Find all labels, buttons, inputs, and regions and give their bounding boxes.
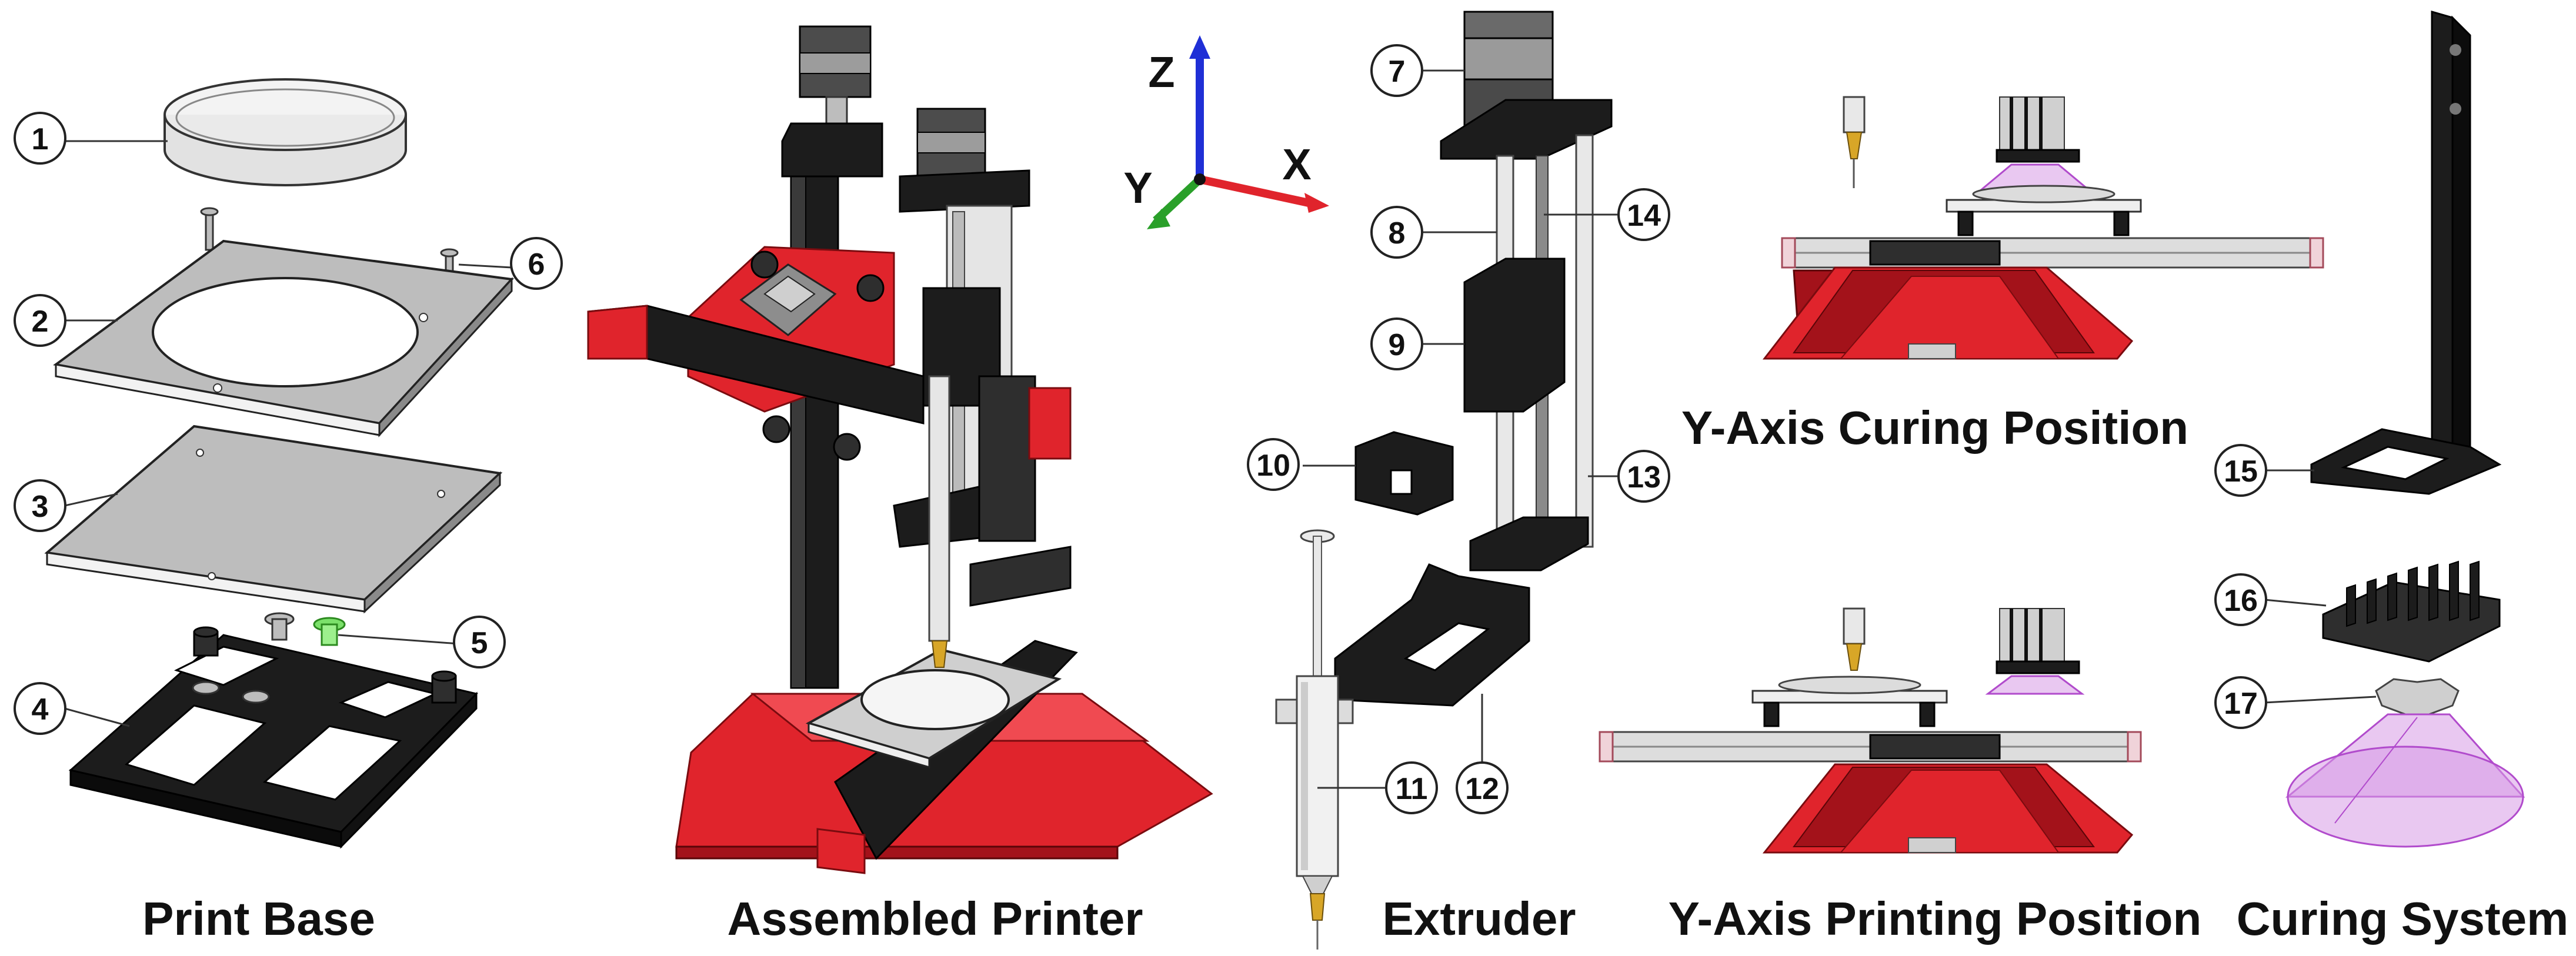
callout-16: 16 <box>2214 573 2267 626</box>
extruder-group <box>1275 11 1617 950</box>
callout-6: 6 <box>510 237 563 290</box>
ring-plate <box>53 239 515 437</box>
print-base-group <box>44 78 515 849</box>
svg-text:12: 12 <box>1465 772 1499 806</box>
caption-assembled-printer: Assembled Printer <box>728 893 1143 945</box>
svg-text:11: 11 <box>1396 772 1428 806</box>
x-axis-label: X <box>1282 140 1311 189</box>
svg-text:17: 17 <box>2224 687 2258 721</box>
svg-text:5: 5 <box>471 626 488 660</box>
svg-text:9: 9 <box>1389 328 1406 362</box>
base-plate <box>44 424 503 614</box>
svg-text:10: 10 <box>1256 449 1290 483</box>
svg-text:4: 4 <box>32 693 49 727</box>
svg-text:1: 1 <box>32 122 49 156</box>
caption-y-axis-curing: Y-Axis Curing Position <box>1681 402 2188 454</box>
svg-text:15: 15 <box>2224 454 2258 489</box>
z-axis-label: Z <box>1148 48 1174 96</box>
caption-y-axis-printing: Y-Axis Printing Position <box>1669 893 2202 945</box>
callout-14: 14 <box>1617 188 1670 241</box>
callout-15: 15 <box>2214 444 2267 497</box>
callout-3: 3 <box>14 479 66 532</box>
callout-1: 1 <box>14 112 66 165</box>
callout-11: 11 <box>1385 761 1438 814</box>
callout-5: 5 <box>453 616 506 668</box>
callout-17: 17 <box>2214 676 2267 729</box>
svg-text:8: 8 <box>1389 216 1406 250</box>
caption-curing-system: Curing System <box>2237 893 2569 945</box>
assembled-printer-group <box>587 25 1213 874</box>
callout-10: 10 <box>1247 438 1300 491</box>
svg-text:3: 3 <box>32 490 49 524</box>
petri-dish <box>163 78 407 186</box>
callout-12: 12 <box>1456 761 1509 814</box>
axis-triad: Z X Y <box>1123 35 1329 229</box>
svg-text:2: 2 <box>32 305 49 339</box>
curing-system-group <box>2264 11 2525 848</box>
callout-2: 2 <box>14 294 66 347</box>
base-bracket <box>68 626 478 849</box>
svg-text:16: 16 <box>2224 584 2258 618</box>
svg-text:14: 14 <box>1627 199 1661 233</box>
y-axis-curing-group: Y-Axis Curing Position <box>1681 96 2324 454</box>
y-axis-label: Y <box>1123 163 1152 212</box>
screws-5 <box>264 612 346 646</box>
svg-text:6: 6 <box>528 248 545 282</box>
callout-13: 13 <box>1617 450 1670 503</box>
callout-9: 9 <box>1370 317 1423 370</box>
y-axis-printing-group <box>1599 607 2142 854</box>
caption-extruder: Extruder <box>1383 893 1576 945</box>
caption-print-base: Print Base <box>142 893 375 945</box>
svg-text:7: 7 <box>1389 55 1406 89</box>
callout-4: 4 <box>14 682 66 735</box>
svg-text:13: 13 <box>1627 460 1661 494</box>
callout-8: 8 <box>1370 206 1423 259</box>
callout-7: 7 <box>1370 44 1423 97</box>
